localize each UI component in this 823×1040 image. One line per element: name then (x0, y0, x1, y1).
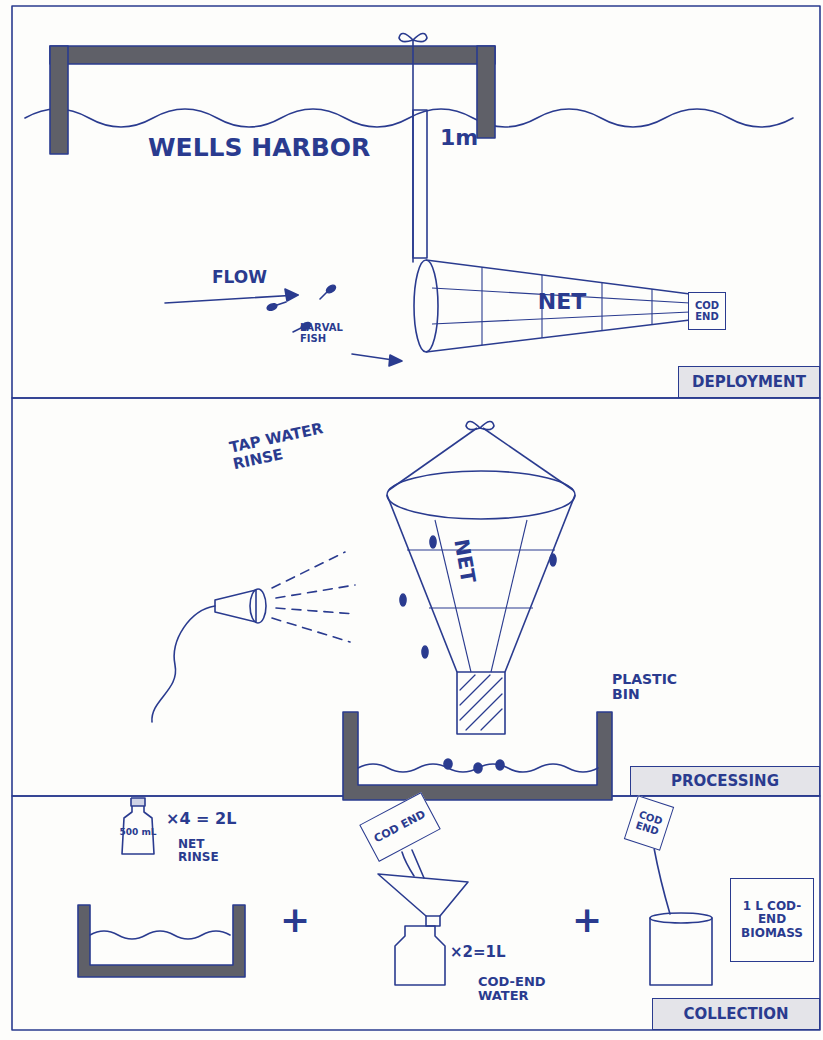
jar-rim (650, 913, 712, 923)
funnel-spout (426, 916, 440, 926)
panel-label: PROCESSING (630, 766, 820, 796)
net-stroke (407, 549, 555, 550)
panel-label: COLLECTION (652, 998, 820, 1030)
node-text: 1 L COD-END BIOMASS (731, 900, 813, 940)
rinse-label: TAP WATER RINSE (228, 415, 352, 472)
volume-label: ×4 = 2L (166, 810, 266, 828)
net-stroke (387, 471, 575, 519)
arrow-head (285, 289, 298, 301)
funnel (378, 874, 468, 916)
node-text: DEPLOYMENT (692, 374, 806, 391)
volume-label: NET RINSE (178, 838, 238, 864)
plastic-bin (343, 712, 612, 800)
plastic-bin (78, 905, 245, 977)
net-stroke (483, 428, 573, 490)
hose (152, 606, 215, 722)
node-text: COD END (689, 300, 725, 322)
net-outline (385, 420, 577, 672)
panel-frame (12, 398, 820, 796)
cod-end: COD END (688, 292, 726, 330)
net: NET (412, 258, 692, 354)
droplet (444, 759, 452, 769)
net-stroke (426, 260, 690, 352)
panel-frame (12, 6, 820, 398)
droplet (400, 594, 406, 606)
droplet (496, 760, 504, 770)
hatch (460, 675, 490, 705)
sketch (12, 6, 820, 1030)
node-text: PROCESSING (671, 773, 779, 790)
net-stroke (389, 428, 477, 490)
plus-sign: + (572, 900, 612, 940)
net-stroke (491, 520, 527, 672)
net-stroke (601, 283, 602, 331)
droplet (430, 536, 436, 548)
fish-tail (277, 302, 286, 305)
volume-label: ×2=1L (450, 944, 530, 961)
spray-line (276, 585, 355, 598)
hatching (460, 675, 502, 730)
bin-water (358, 764, 598, 772)
flow-label: FLOW (212, 268, 302, 287)
dock-piling (477, 46, 495, 138)
droplet (422, 646, 428, 658)
bin-label: PLASTIC BIN (612, 672, 696, 703)
pour-stream (654, 848, 670, 914)
rope-knot (399, 33, 427, 41)
dock-piling (50, 46, 68, 154)
net-stroke (387, 495, 457, 672)
cod-end (457, 672, 505, 734)
hatch (481, 709, 502, 730)
arrow-head (389, 355, 402, 366)
volume-box: 1 L COD-END BIOMASS (730, 878, 814, 962)
spray-line (272, 552, 345, 588)
node-text: COD END (372, 808, 427, 845)
bottle-stroke (131, 798, 145, 806)
node-text: COD END (628, 807, 669, 839)
net-stroke (651, 289, 652, 325)
net-stroke (466, 421, 494, 429)
node-text: NET (447, 520, 483, 603)
net-stroke (414, 260, 438, 352)
hatch (466, 694, 502, 730)
hatch (460, 675, 475, 690)
bottle: 500 mL (116, 798, 160, 856)
fish (266, 302, 277, 311)
fish-tail (293, 328, 301, 332)
bottle-outline (116, 798, 160, 856)
droplet (474, 763, 482, 773)
cod-end-container: COD END (624, 795, 674, 850)
node-text: NET (522, 290, 602, 314)
shower-face (250, 589, 266, 623)
bin-water (90, 931, 230, 939)
spray-line (276, 608, 355, 614)
water-surface (25, 109, 793, 127)
flow-arrow (165, 295, 298, 303)
node-text: 500 mL (116, 828, 160, 838)
jar (650, 918, 712, 985)
pour-stream (402, 850, 424, 878)
spray (272, 552, 355, 642)
fish-tail (320, 292, 327, 299)
fish-label: LARVAL FISH (300, 322, 360, 344)
spray-line (272, 618, 350, 642)
node-text: COLLECTION (683, 1006, 788, 1023)
volume-label: COD-END WATER (478, 975, 570, 1004)
panel-label: DEPLOYMENT (678, 366, 820, 398)
location-label: WELLS HARBOR (148, 134, 408, 162)
net: NET (385, 420, 577, 672)
depth-bracket (413, 110, 427, 258)
cod-end-container: COD END (359, 792, 441, 862)
plus-sign: + (280, 900, 320, 940)
dimension: 1m (440, 126, 500, 150)
hatch (460, 678, 502, 720)
net-stroke (429, 607, 533, 608)
bottle (395, 926, 445, 985)
net-stroke (481, 267, 482, 345)
net-stroke (505, 495, 575, 672)
dock-deck (50, 46, 495, 64)
